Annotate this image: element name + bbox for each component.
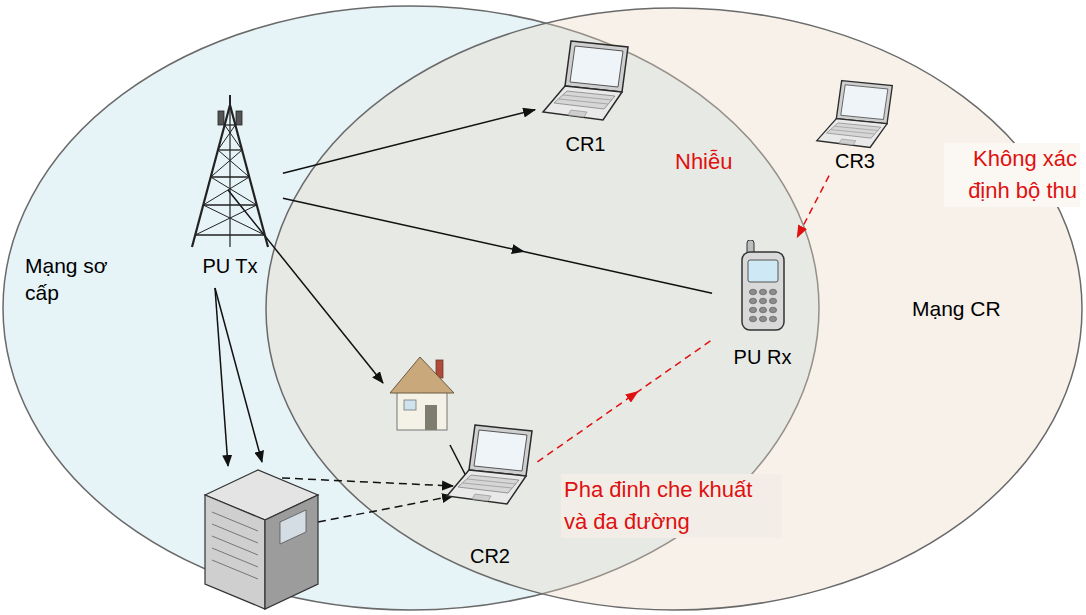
tower-icon-part: [203, 205, 265, 235]
device-label: PU Tx: [202, 255, 257, 278]
region-label: Mạng sơ cấp: [25, 252, 120, 307]
laptop-icon-part: [458, 475, 519, 493]
device-icon: [815, 78, 895, 150]
laptop-icon-part: [469, 425, 532, 476]
laptop-icon-part: [554, 91, 615, 109]
tower-icon-part: [203, 204, 257, 205]
phone-icon-part: [759, 316, 766, 322]
laptop-icon: [445, 422, 535, 507]
phone-icon-part: [749, 316, 756, 322]
device-icon: [541, 38, 631, 123]
laptop-icon: [815, 78, 895, 150]
house-icon-part: [397, 390, 447, 430]
laptop-icon-part: [472, 494, 491, 501]
phone-icon: [738, 240, 788, 332]
phone-icon-part: [759, 289, 766, 295]
phone-icon-part: [769, 316, 776, 322]
tower-icon-part: [218, 111, 224, 125]
tower-icon-part: [211, 176, 250, 177]
device-label: PU Rx: [734, 346, 792, 369]
tower-icon-part: [195, 205, 257, 235]
phone-icon-part: [749, 298, 756, 304]
server-icon-part: [212, 524, 258, 543]
laptop-icon-part: [827, 123, 881, 138]
laptop-icon-part: [474, 430, 527, 471]
tower-icon-part: [211, 177, 257, 205]
tower-icon-part: [230, 105, 268, 247]
laptop-icon-part: [817, 119, 887, 148]
laptop-icon-part: [568, 110, 587, 117]
tower-icon-part: [218, 125, 235, 150]
laptop-icon-part: [565, 41, 628, 92]
laptop-icon: [541, 38, 631, 123]
tower-icon-part: [203, 177, 249, 205]
device-icon: [180, 95, 280, 250]
laptop-icon-part: [831, 130, 875, 134]
phone-icon-part: [748, 260, 778, 282]
tower-icon-part: [236, 111, 242, 125]
annotation-label: Nhiễu: [672, 146, 758, 178]
server-icon-part: [212, 536, 258, 555]
tower-icon-part: [218, 149, 242, 150]
laptop-device: CR1: [538, 38, 633, 156]
device-label: CR3: [835, 150, 875, 173]
mobile-device: PU Rx: [715, 240, 810, 369]
tower-icon-part: [211, 150, 242, 177]
tower-icon: [180, 95, 280, 250]
tower-icon-part: [218, 150, 249, 177]
device-icon: [738, 240, 788, 332]
laptop-icon-part: [835, 126, 879, 130]
region-outline-part: [266, 8, 1082, 610]
house-icon-part: [425, 405, 437, 430]
annotation-label: Không xác định bộ thu: [944, 143, 1080, 207]
laptop-icon-part: [836, 81, 892, 124]
server-icon-part: [280, 510, 306, 544]
tower-icon-part: [192, 105, 230, 247]
phone-icon-part: [759, 298, 766, 304]
device-label: CR1: [565, 133, 605, 156]
phone-icon-part: [749, 307, 756, 313]
server-icon: [205, 470, 318, 609]
house-icon-part: [404, 400, 416, 410]
device-icon: [445, 422, 535, 507]
laptop-device: CR2: [445, 422, 535, 568]
server-icon-part: [205, 495, 265, 609]
laptop-icon-part: [447, 470, 526, 504]
phone-icon-part: [742, 252, 784, 330]
server-icon-part: [212, 560, 258, 579]
annotation-label: Pha đinh che khuất và đa đường: [561, 474, 782, 538]
phone-icon-part: [769, 289, 776, 295]
laptop-icon-part: [839, 139, 856, 145]
tower-icon-part: [229, 105, 230, 247]
tower-icon-part: [225, 124, 236, 125]
laptop-device: CR3: [815, 78, 895, 173]
tower-icon-part: [195, 234, 265, 235]
phone-icon-part: [749, 289, 756, 295]
phone-icon-part: [769, 298, 776, 304]
laptop-icon-part: [570, 46, 623, 87]
base-station: PU Tx: [180, 95, 280, 278]
server-icon-part: [212, 512, 258, 531]
laptop-icon-part: [467, 479, 516, 484]
laptop-icon-part: [543, 86, 622, 120]
laptop-icon-part: [841, 85, 888, 120]
laptop-icon-part: [559, 99, 608, 104]
device-label: CR2: [470, 545, 510, 568]
laptop-icon-part: [563, 95, 612, 100]
server-icon-part: [212, 548, 258, 567]
phone-icon-part: [769, 307, 776, 313]
phone-icon-part: [759, 307, 766, 313]
laptop-icon-part: [463, 483, 512, 488]
region-label: Mạng CR: [912, 295, 1032, 322]
